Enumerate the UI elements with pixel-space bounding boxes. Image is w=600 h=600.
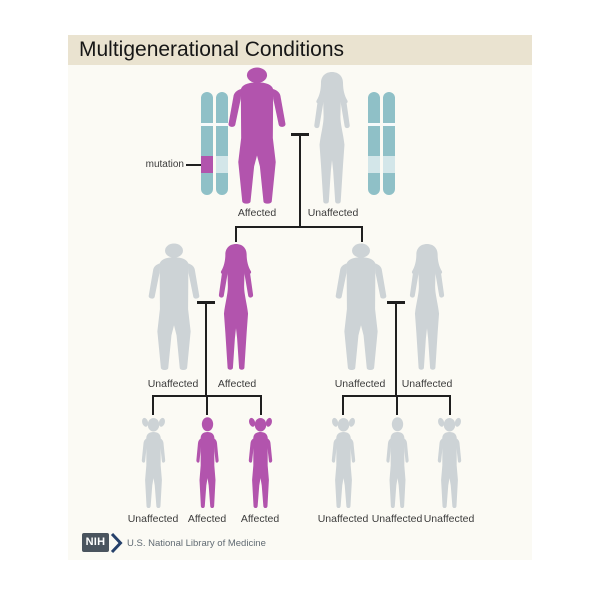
gen3-left-child3-affected-girl-figure	[240, 416, 281, 513]
gen2-left-wife-affected-female-figure	[208, 243, 264, 375]
gen3-right-child1-drop	[342, 395, 344, 415]
chromatid-normal	[383, 92, 395, 195]
gen2-left-wife-status-label: Affected	[217, 378, 257, 390]
gen3-right-child2-unaffected-boy-figure	[378, 416, 417, 513]
normal-chromosome-pair	[368, 92, 395, 195]
gen3-left-child2-status-label: Affected	[187, 513, 227, 525]
normal-band	[368, 156, 380, 173]
gen2-right-wife-unaffected-female-figure	[399, 243, 455, 375]
centromere	[201, 123, 213, 126]
gen3-right-child1-unaffected-girl-figure	[323, 416, 364, 513]
normal-band	[383, 156, 395, 173]
gen1-father-status-label: Affected	[237, 207, 277, 219]
gen3-right-child3-unaffected-girl-figure	[429, 416, 470, 513]
gen3-right-child2-status-label: Unaffected	[371, 513, 423, 525]
gen1-mother-unaffected-female-figure	[303, 71, 361, 209]
gen2-right-husband-unaffected-male-figure	[329, 243, 393, 375]
centromere	[216, 123, 228, 126]
gen2-right-husband-status-label: Unaffected	[334, 378, 386, 390]
gen2-right-descent-line	[395, 301, 397, 397]
gen2-right-wife-status-label: Unaffected	[401, 378, 453, 390]
gen3-right-child2-drop	[396, 395, 398, 415]
centromere	[383, 123, 395, 126]
gen3-right-child3-drop	[449, 395, 451, 415]
chromatid-with-mutation	[201, 92, 213, 195]
mutation-label: mutation	[145, 159, 184, 170]
gen2-left-husband-status-label: Unaffected	[147, 378, 199, 390]
gen3-right-child3-status-label: Unaffected	[423, 513, 475, 525]
gen2-right-drop-line	[361, 226, 363, 242]
gen3-left-child1-status-label: Unaffected	[127, 513, 179, 525]
gen3-left-child1-drop	[152, 395, 154, 415]
gen3-left-child2-affected-boy-figure	[188, 416, 227, 513]
gen1-father-affected-male-figure	[221, 67, 293, 209]
gen1-mother-status-label: Unaffected	[307, 207, 359, 219]
gen1-sibship-line	[235, 226, 363, 228]
nih-chevron-icon	[110, 532, 123, 554]
chromatid-normal	[368, 92, 380, 195]
normal-band	[216, 156, 228, 173]
mutation-pointer-line	[186, 164, 201, 166]
gen1-descent-line	[299, 133, 301, 228]
chromatid-normal	[216, 92, 228, 195]
title-bar: Multigenerational Conditions	[68, 35, 532, 65]
page-title: Multigenerational Conditions	[79, 38, 344, 61]
gen3-right-child1-status-label: Unaffected	[317, 513, 369, 525]
gen3-left-child2-drop	[206, 395, 208, 415]
gen2-left-husband-unaffected-male-figure	[142, 243, 206, 375]
footer-organization-text: U.S. National Library of Medicine	[127, 538, 266, 549]
mutation-band	[201, 156, 213, 173]
gen2-left-drop-line	[235, 226, 237, 242]
gen3-left-child3-status-label: Affected	[240, 513, 280, 525]
gen2-left-descent-line	[205, 301, 207, 397]
gen3-left-child1-unaffected-girl-figure	[133, 416, 174, 513]
mutated-chromosome-pair	[201, 92, 228, 195]
nih-logo: NIH	[82, 533, 109, 552]
centromere	[368, 123, 380, 126]
gen3-left-child3-drop	[260, 395, 262, 415]
